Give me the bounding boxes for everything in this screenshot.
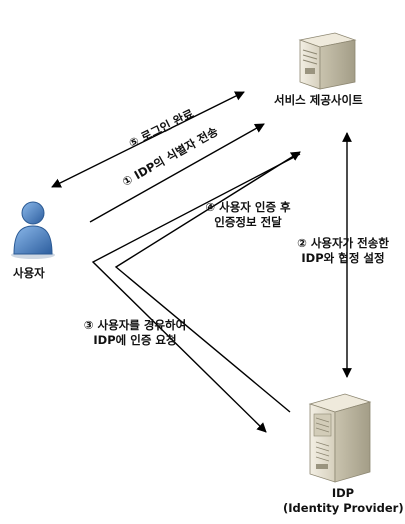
step-4-label: ④ 사용자 인증 후 인증정보 전달 xyxy=(178,200,318,230)
idp-server-icon xyxy=(308,393,372,483)
step-2-label-line2: IDP와 협정 설정 xyxy=(301,251,385,265)
arrow-step-1 xyxy=(89,123,265,223)
idp-label-line1: IDP xyxy=(331,486,355,500)
arrow-step-5 xyxy=(51,91,245,188)
user-label: 사용자 xyxy=(13,266,45,280)
step-3-label: ③ 사용자를 경유하여 IDP에 인증 요청 xyxy=(60,318,210,348)
step-2-label-line1: ② 사용자가 전송한 xyxy=(297,236,389,250)
step-4-label-line1: ④ 사용자 인증 후 xyxy=(205,200,291,214)
service-label: 서비스 제공사이트 xyxy=(274,93,363,107)
user-icon xyxy=(11,201,55,259)
step-3-label-line2: IDP에 인증 요청 xyxy=(93,333,177,347)
step-2-label: ② 사용자가 전송한 IDP와 협정 설정 xyxy=(278,236,405,266)
step-3-label-line1: ③ 사용자를 경유하여 xyxy=(83,318,187,332)
arrow-step-4 xyxy=(114,151,301,413)
step-4-label-line2: 인증정보 전달 xyxy=(214,215,282,229)
arrow-step-3 xyxy=(91,153,301,433)
service-server-icon xyxy=(298,32,357,90)
idp-label-line2: (Identity Provider) xyxy=(283,501,404,515)
idp-label: IDP (Identity Provider) xyxy=(283,486,404,516)
